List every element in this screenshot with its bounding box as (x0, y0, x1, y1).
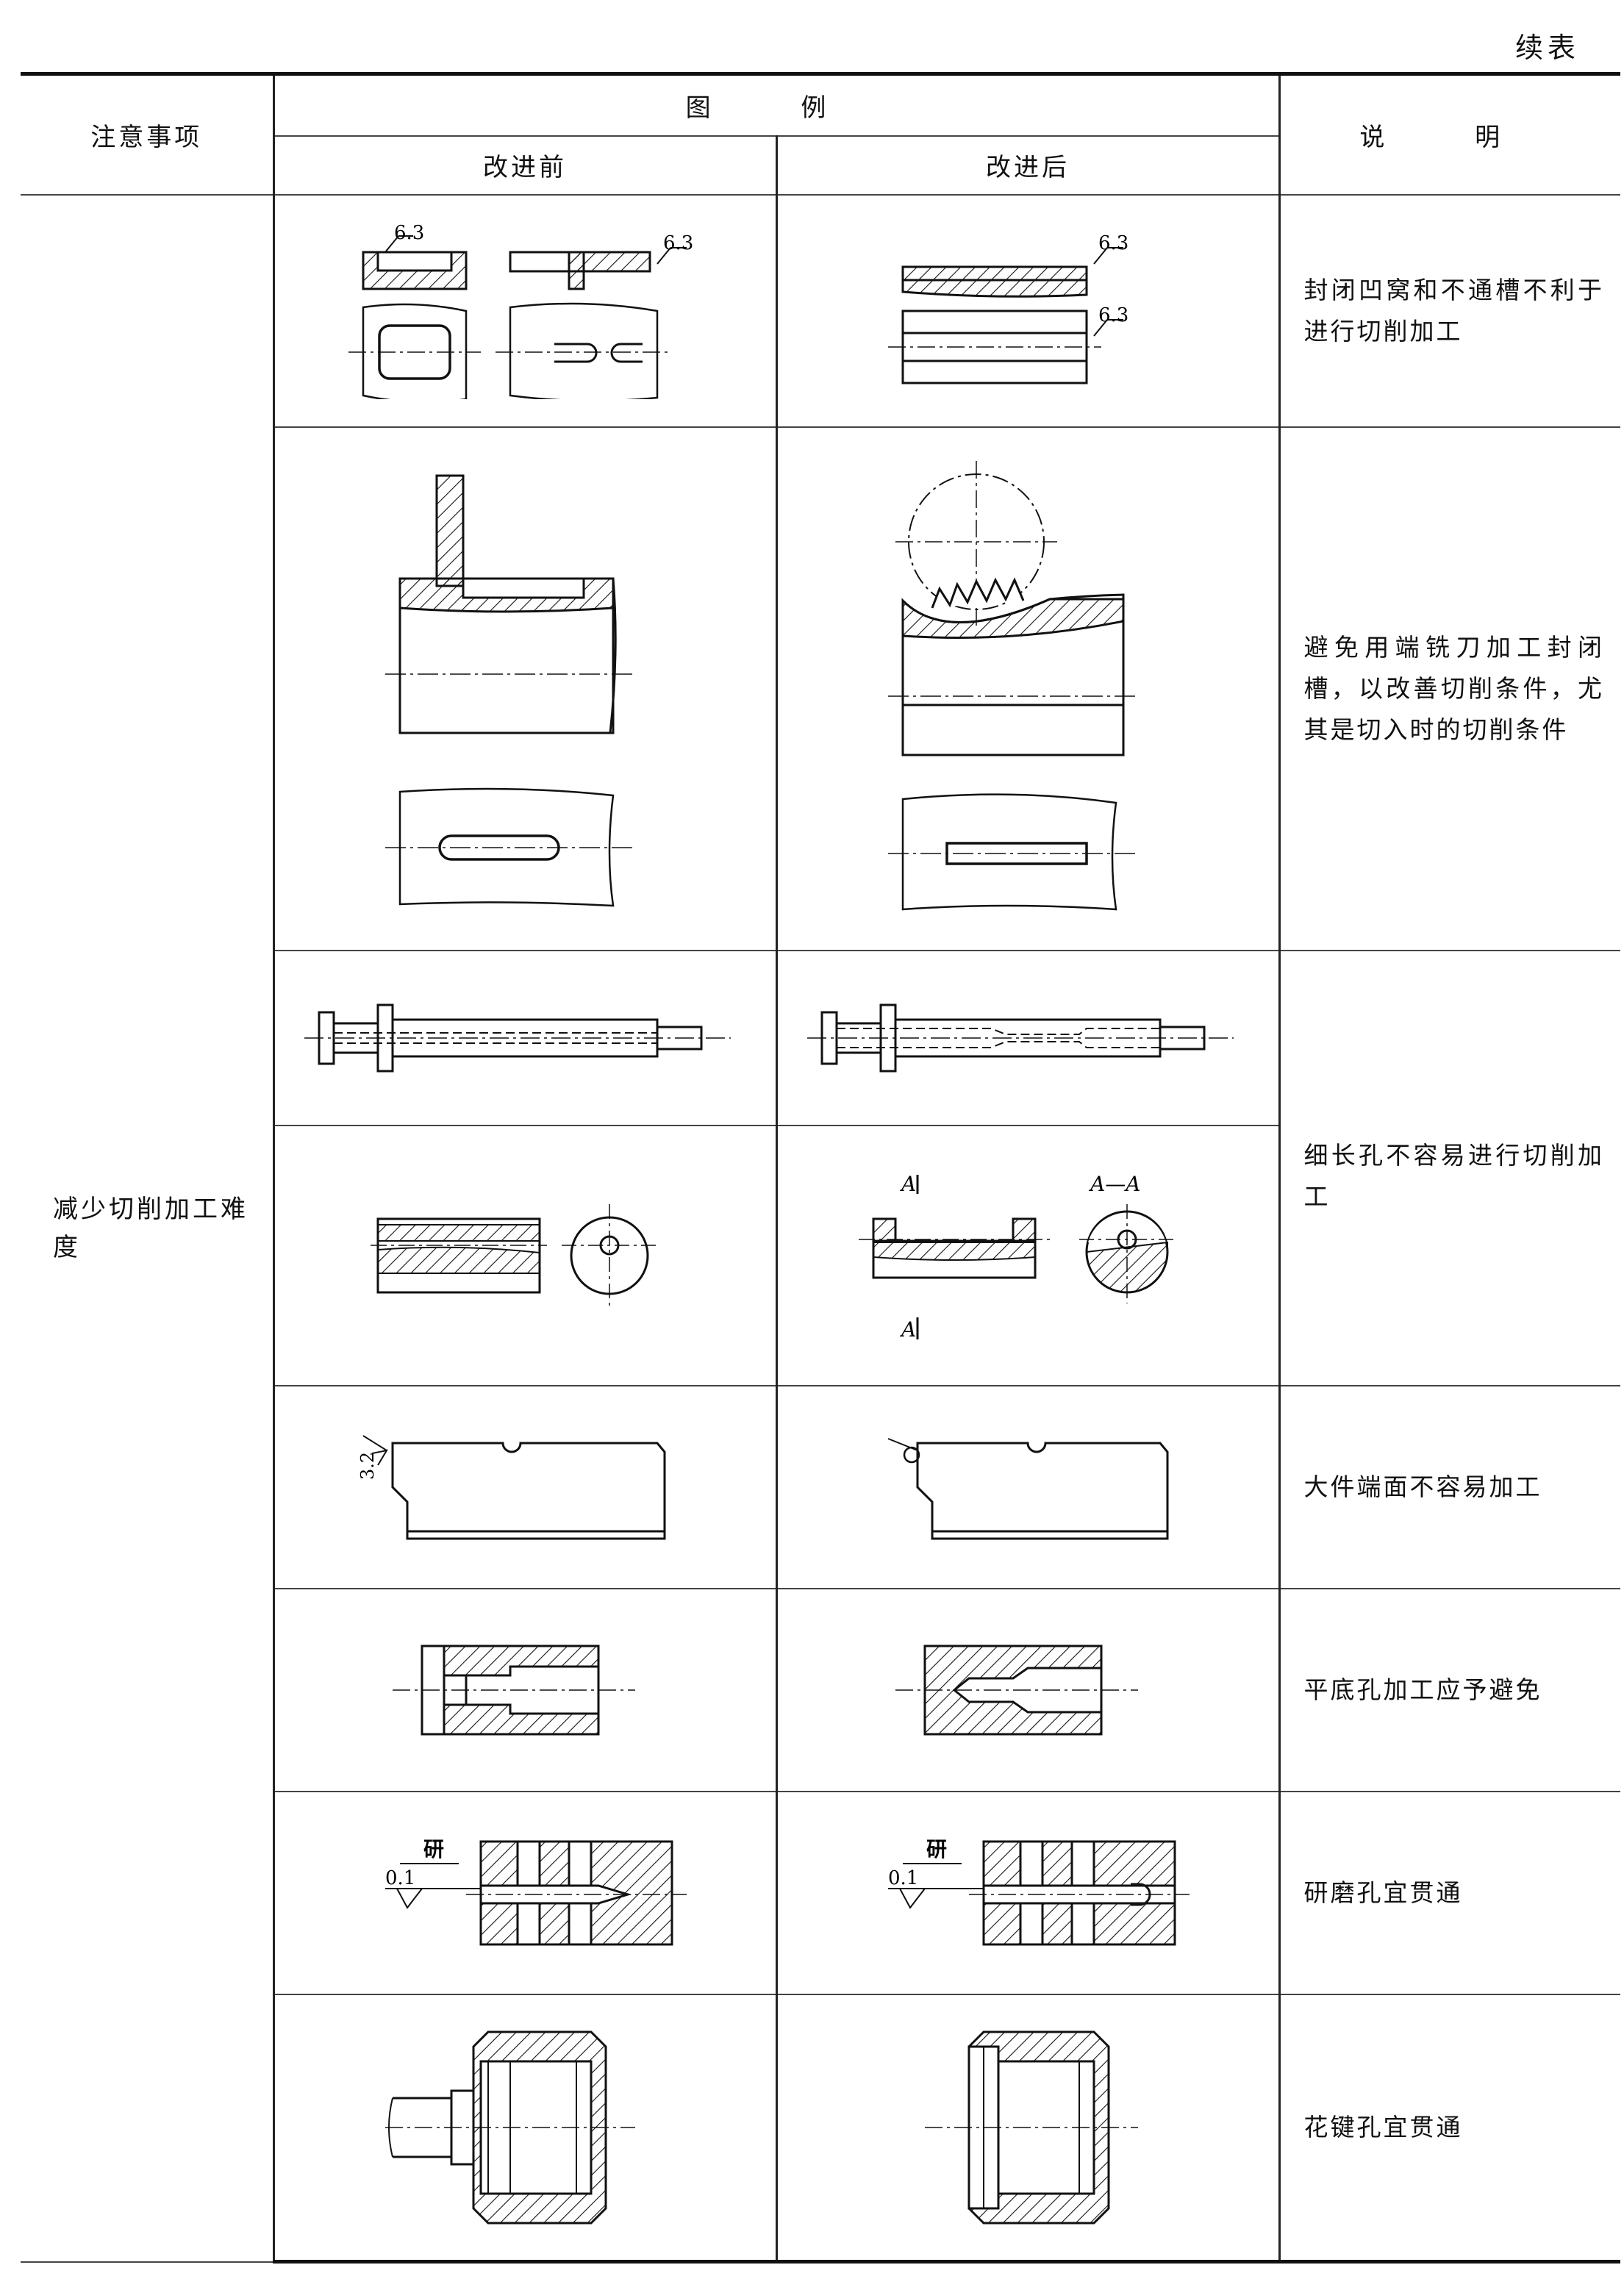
header-after: 改进后 (775, 135, 1279, 196)
table-row: 研 0.1 研 0.1 (21, 1791, 1620, 1995)
figure-before-2 (273, 426, 778, 951)
table-row: 3.2 大件端面不容易加工 (21, 1385, 1620, 1589)
header-figure: 图 例 (272, 72, 1281, 137)
drawing-long-shaft-before (304, 1003, 731, 1072)
figure-before-3b (273, 1125, 778, 1386)
section-title: A—A (1088, 1172, 1140, 1196)
figure-after-3a (775, 950, 1281, 1126)
table-row: 花键孔宜贯通 (21, 1994, 1620, 2264)
drawing-deep-hole-before (371, 1203, 657, 1307)
roughness-label: 6.3 (1098, 232, 1128, 254)
category-text: 减少切削加工难度 (53, 1194, 248, 1262)
figure-after-5 (775, 1588, 1281, 1792)
drawing-long-shaft-after (807, 1003, 1234, 1072)
category-cell: 减少切削加工难度 (21, 194, 275, 2263)
explain-4: 大件端面不容易加工 (1278, 1385, 1620, 1589)
roughness-label: 6.3 (663, 232, 693, 254)
explain-2: 避免用端铣刀加工封闭槽，以改善切削条件，尤其是切入时的切削条件 (1278, 426, 1620, 951)
figure-before-4: 3.2 (273, 1385, 778, 1589)
lapping-label: 研 (423, 1837, 444, 1861)
header-notes: 注意事项 (21, 72, 275, 196)
section-mark: A (899, 1172, 916, 1196)
figure-after-2 (775, 426, 1281, 951)
roughness-label: 0.1 (888, 1867, 918, 1889)
header-before: 改进前 (273, 135, 778, 196)
table-row: 平底孔加工应予避免 (21, 1588, 1620, 1792)
figure-before-7 (273, 1994, 778, 2264)
figure-after-6: 研 0.1 (775, 1791, 1281, 1995)
explain-3: 细长孔不容易进行切削加工 (1278, 950, 1620, 1386)
drawing-lapping-hole-after: 研 0.1 (888, 1837, 1190, 1945)
drawing-spline-hole-before (385, 2030, 635, 2225)
table-row: 细长孔不容易进行切削加工 (21, 950, 1620, 1386)
table-row: A A A—A (21, 1125, 1620, 1386)
drawing-end-mill-before (385, 474, 635, 906)
drawing-cone-hole-after (895, 1645, 1138, 1735)
explain-7: 花键孔宜贯通 (1278, 1994, 1620, 2264)
figure-before-1: 6.3 6.3 (272, 194, 778, 428)
figure-before-6: 研 0.1 (273, 1791, 778, 1995)
explain-1: 封闭凹窝和不通槽不利于进行切削加工 (1278, 194, 1620, 428)
roughness-label: 3.2 (357, 1451, 378, 1479)
figure-after-1: 6.3 6.3 (775, 194, 1281, 428)
figure-after-3b: A A A—A (775, 1125, 1279, 1386)
figure-before-5 (273, 1588, 778, 1792)
drawing-open-slot-after: 6.3 6.3 (888, 232, 1128, 384)
drawing-end-face-before: 3.2 (357, 1434, 666, 1539)
explain-6: 研磨孔宜贯通 (1278, 1791, 1620, 1995)
drawing-spline-hole-after (925, 2030, 1138, 2225)
design-comparison-table: 注意事项 图 例 说 明 改进前 改进后 减少切削加工难度 6.3 (21, 72, 1620, 2264)
roughness-label: 0.1 (385, 1867, 415, 1889)
table-row: 避免用端铣刀加工封闭槽，以改善切削条件，尤其是切入时的切削条件 (21, 426, 1620, 951)
lapping-label: 研 (926, 1837, 947, 1861)
explain-3-text: 细长孔不容易进行切削加工 (1303, 1140, 1604, 1211)
explain-5: 平底孔加工应予避免 (1278, 1588, 1620, 1792)
figure-after-4 (775, 1385, 1281, 1589)
header-explain: 说 明 (1278, 72, 1620, 196)
roughness-label: 6.3 (394, 223, 424, 244)
roughness-label: 6.3 (1098, 304, 1128, 326)
continued-label: 续表 (1514, 32, 1580, 64)
figure-after-7 (775, 1994, 1281, 2264)
section-mark: A (899, 1317, 916, 1342)
table-row: 减少切削加工难度 6.3 6.3 (21, 194, 1620, 2263)
drawing-deep-hole-after: A A A—A (859, 1172, 1175, 1342)
figure-before-3a (273, 950, 778, 1126)
drawing-disc-mill-after (888, 460, 1138, 910)
drawing-lapping-hole-before: 研 0.1 (385, 1837, 687, 1945)
drawing-flat-hole-before (393, 1645, 635, 1735)
drawing-end-face-after (887, 1437, 1169, 1539)
drawing-closed-pocket-before: 6.3 6.3 (348, 223, 693, 399)
